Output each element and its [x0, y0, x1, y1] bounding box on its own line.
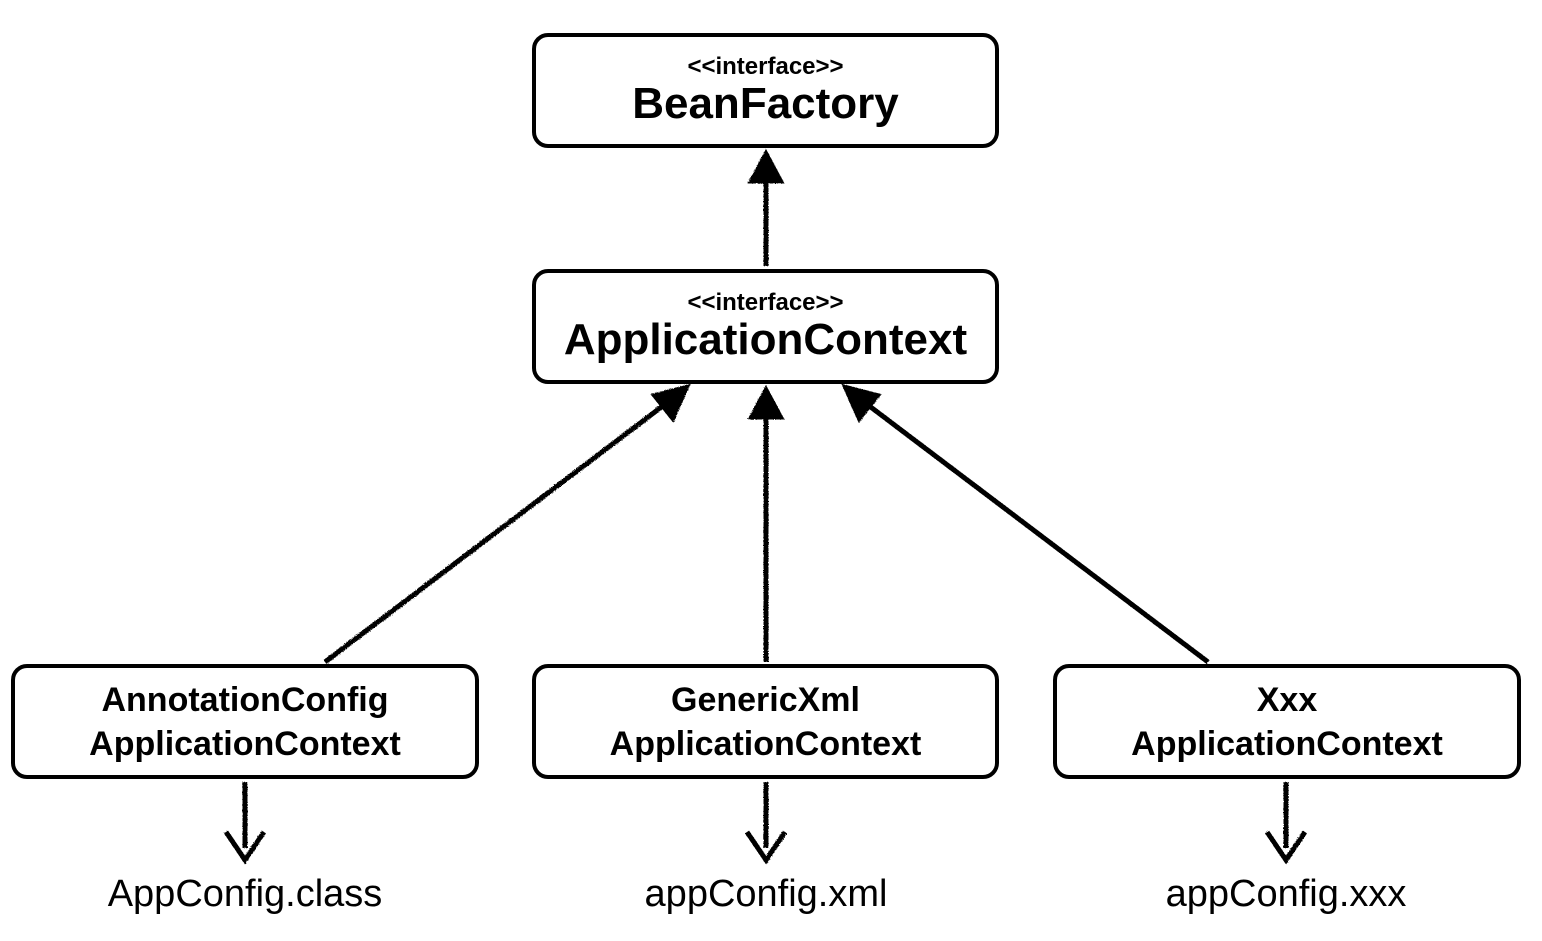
beanfactory-name: BeanFactory: [632, 78, 899, 128]
beanfactory-stereotype: <<interface>>: [687, 52, 844, 80]
annotation-config-line1: AnnotationConfig: [101, 680, 389, 719]
applicationcontext-box: <<interface>> ApplicationContext: [532, 269, 999, 384]
arrowhead-xxx: [841, 383, 882, 423]
arrowhead-config-xxx: [1264, 830, 1308, 865]
config-label-xml: appConfig.xml: [644, 873, 888, 915]
annotation-config-line2: ApplicationContext: [89, 724, 401, 763]
generic-xml-box: GenericXml ApplicationContext: [532, 664, 999, 779]
beanfactory-box: <<interface>> BeanFactory: [532, 33, 999, 148]
annotation-config-box: AnnotationConfig ApplicationContext: [11, 664, 479, 779]
applicationcontext-stereotype: <<interface>>: [687, 288, 844, 316]
arrow-xxx-to-appcontext: [866, 403, 1210, 664]
arrowhead-annotation: [650, 383, 691, 423]
arrowhead-genericxml: [747, 384, 785, 420]
xxx-box: Xxx ApplicationContext: [1053, 664, 1521, 779]
arrow-annotation-to-appcontext: [323, 403, 666, 664]
applicationcontext-name: ApplicationContext: [563, 314, 968, 364]
config-label-xxx: appConfig.xxx: [1165, 873, 1407, 915]
xxx-line2: ApplicationContext: [1131, 724, 1443, 763]
arrowhead-config-class: [223, 830, 267, 865]
generic-xml-line2: ApplicationContext: [609, 724, 922, 763]
arrowhead-beanfactory: [747, 148, 785, 184]
xxx-line1: Xxx: [1256, 680, 1318, 719]
arrowhead-config-xml: [744, 830, 788, 865]
generic-xml-line1: GenericXml: [671, 680, 860, 719]
config-label-class: AppConfig.class: [107, 873, 383, 915]
